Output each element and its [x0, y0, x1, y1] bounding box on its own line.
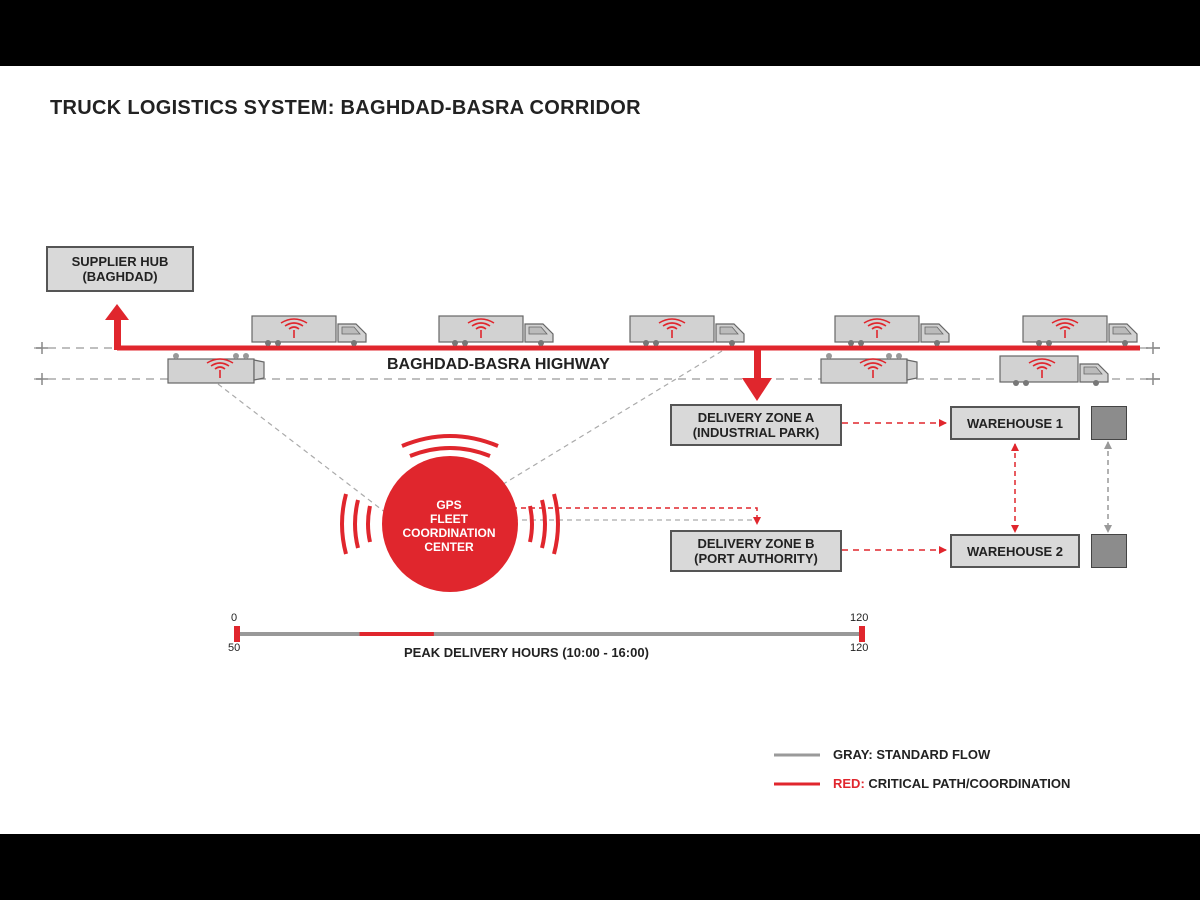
truck-icon[interactable] [833, 312, 953, 346]
delivery-zone-b-box[interactable]: DELIVERY ZONE B (PORT AUTHORITY) [670, 530, 842, 572]
scale-left-bottom: 50 [228, 642, 241, 654]
storage-block-1 [1091, 406, 1127, 440]
legend-item-gray: GRAY: STANDARD FLOW [833, 747, 990, 762]
gps-label-line-3: COORDINATION [402, 526, 496, 540]
warehouse-2-label: WAREHOUSE 2 [966, 543, 1064, 559]
highway-label: BAGHDAD-BASRA HIGHWAY [387, 356, 610, 373]
scale-right-top: 120 [850, 612, 869, 624]
gps-label-line-2: FLEET [430, 512, 468, 526]
warehouse-1-label: WAREHOUSE 1 [966, 415, 1064, 431]
zone-b-line-1: DELIVERY ZONE B [697, 536, 815, 551]
legend-text-gray: STANDARD FLOW [876, 747, 991, 762]
supplier-hub-line-1: SUPPLIER HUB [71, 254, 169, 269]
truck-icon[interactable] [148, 352, 268, 386]
gps-link-right [499, 350, 723, 487]
supplier-up-arrow [105, 304, 129, 350]
warehouse-1-box[interactable]: WAREHOUSE 1 [950, 406, 1080, 440]
zone-down-arrow [742, 348, 772, 401]
legend-item-red: RED: CRITICAL PATH/COORDINATION [833, 776, 1070, 791]
gps-label-line-4: CENTER [424, 540, 474, 554]
delivery-zone-a-box[interactable]: DELIVERY ZONE A (INDUSTRIAL PARK) [670, 404, 842, 446]
gps-signal-arcs [340, 434, 560, 555]
peak-hours-scale [234, 626, 865, 642]
legend-key-red: RED: [833, 776, 865, 791]
truck-icon[interactable] [437, 312, 557, 346]
diagram-canvas: TRUCK LOGISTICS SYSTEM: BAGHDAD-BASRA CO… [0, 66, 1200, 834]
gps-link-left [217, 383, 391, 517]
gps-center-circle[interactable] [382, 456, 518, 592]
truck-icon[interactable] [801, 352, 921, 386]
truck-icon[interactable] [628, 312, 748, 346]
legend-text-red: CRITICAL PATH/COORDINATION [868, 776, 1071, 791]
diagram-lines [34, 304, 1160, 786]
zone-a-line-1: DELIVERY ZONE A [697, 410, 815, 425]
truck-icon[interactable] [998, 352, 1118, 386]
scale-caption: PEAK DELIVERY HOURS (10:00 - 16:00) [404, 645, 649, 660]
supplier-hub-line-2: (BAGHDAD) [82, 269, 158, 284]
truck-icon[interactable] [1021, 312, 1141, 346]
warehouse-2-box[interactable]: WAREHOUSE 2 [950, 534, 1080, 568]
storage-block-2 [1091, 534, 1127, 568]
truck-icon[interactable] [250, 312, 370, 346]
scale-right-bottom: 120 [850, 642, 869, 654]
zone-a-line-2: (INDUSTRIAL PARK) [692, 425, 820, 440]
scale-left-top: 0 [231, 612, 238, 624]
gps-label-line-1: GPS [436, 498, 462, 512]
diagram-title: TRUCK LOGISTICS SYSTEM: BAGHDAD-BASRA CO… [50, 97, 641, 119]
supplier-hub-box[interactable]: SUPPLIER HUB (BAGHDAD) [46, 246, 194, 292]
gps-center-label: GPS FLEET COORDINATION CENTER [385, 498, 513, 554]
legend-key-gray: GRAY: [833, 747, 873, 762]
zone-b-line-2: (PORT AUTHORITY) [694, 551, 818, 566]
gps-to-zone-b-path [512, 507, 761, 525]
